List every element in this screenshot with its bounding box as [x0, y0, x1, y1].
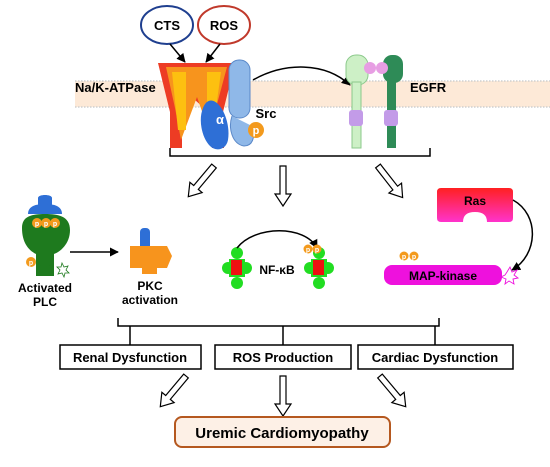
ras-protein: Ras	[437, 188, 513, 222]
hollow-arrow-left	[187, 163, 218, 198]
hollow-arrow-center	[273, 165, 293, 208]
alpha-subunit: α	[200, 100, 229, 150]
cts-arrow	[169, 43, 186, 63]
pkc-label-line2: activation	[122, 293, 178, 307]
nfkb-phospho-group: p p	[303, 244, 322, 254]
plc-activation-star	[56, 261, 70, 279]
plc-enzyme	[22, 195, 70, 276]
pkc-label-line1: PKC	[137, 279, 163, 293]
upper-bracket	[169, 148, 431, 157]
nfkb-label: NF-κB	[259, 263, 295, 277]
pkc-enzyme	[130, 228, 172, 274]
egfr-receptor	[345, 54, 403, 149]
plc-label-line2: PLC	[33, 295, 57, 309]
cell-membrane	[75, 80, 550, 108]
outcome-cardiac-dysfunction: Cardiac Dysfunction	[357, 344, 514, 370]
nfkb-activation-arrow	[236, 230, 318, 249]
plc-phospho-label: p	[29, 260, 33, 267]
alpha-label: α	[216, 112, 224, 127]
src-kinase	[228, 59, 255, 147]
ros-label: ROS	[210, 18, 239, 33]
mapk-phospho-label: p	[402, 254, 406, 261]
nka-label: Na/K-ATPase	[75, 80, 156, 95]
src-phospho: p	[248, 122, 264, 138]
final-outcome-box: Uremic Cardiomyopathy	[174, 416, 391, 448]
hollow-arrow-renal	[159, 373, 190, 408]
final-outcome-label: Uremic Cardiomyopathy	[195, 425, 369, 442]
outcome-label: Renal Dysfunction	[73, 350, 187, 365]
mapk-activation-star	[499, 265, 520, 286]
egfr-label: EGFR	[410, 80, 447, 95]
plc-phospho-label: p	[44, 221, 48, 228]
src-to-egfr-arrow	[252, 66, 351, 86]
nfkb-phospho-label: p	[315, 247, 319, 254]
plc-label-line1: Activated	[18, 281, 72, 295]
outcome-label: ROS Production	[233, 350, 333, 365]
plc-phospho-label: p	[35, 221, 39, 228]
mapk-label: MAP-kinase	[409, 269, 477, 283]
outcome-label: Cardiac Dysfunction	[372, 350, 498, 365]
lower-bracket	[117, 318, 440, 327]
cts-bubble: CTS	[140, 5, 194, 45]
ras-to-mapk-arrow	[511, 199, 534, 271]
hollow-arrow-right	[374, 163, 404, 199]
cts-label: CTS	[154, 18, 180, 33]
mapk-phospho-group: p p	[399, 251, 419, 261]
mapk-phospho-label: p	[412, 254, 416, 261]
hollow-arrow-cardiac	[376, 373, 407, 408]
mapk-enzyme: MAP-kinase	[384, 256, 502, 285]
ros-arrow	[205, 43, 221, 63]
nfkb-inactive	[222, 247, 252, 289]
ras-label: Ras	[464, 194, 486, 208]
nfkb-active	[304, 247, 334, 289]
src-label: Src	[256, 106, 277, 121]
nfkb-phospho-label: p	[306, 247, 310, 254]
hollow-arrow-ros	[273, 375, 293, 418]
ros-bubble: ROS	[197, 5, 251, 45]
outcome-ros-production: ROS Production	[214, 344, 352, 370]
plc-phospho-group: p p p p	[26, 218, 60, 267]
src-phospho-label: p	[253, 125, 260, 137]
outcome-renal-dysfunction: Renal Dysfunction	[59, 344, 202, 370]
plc-phospho-label: p	[53, 221, 57, 228]
